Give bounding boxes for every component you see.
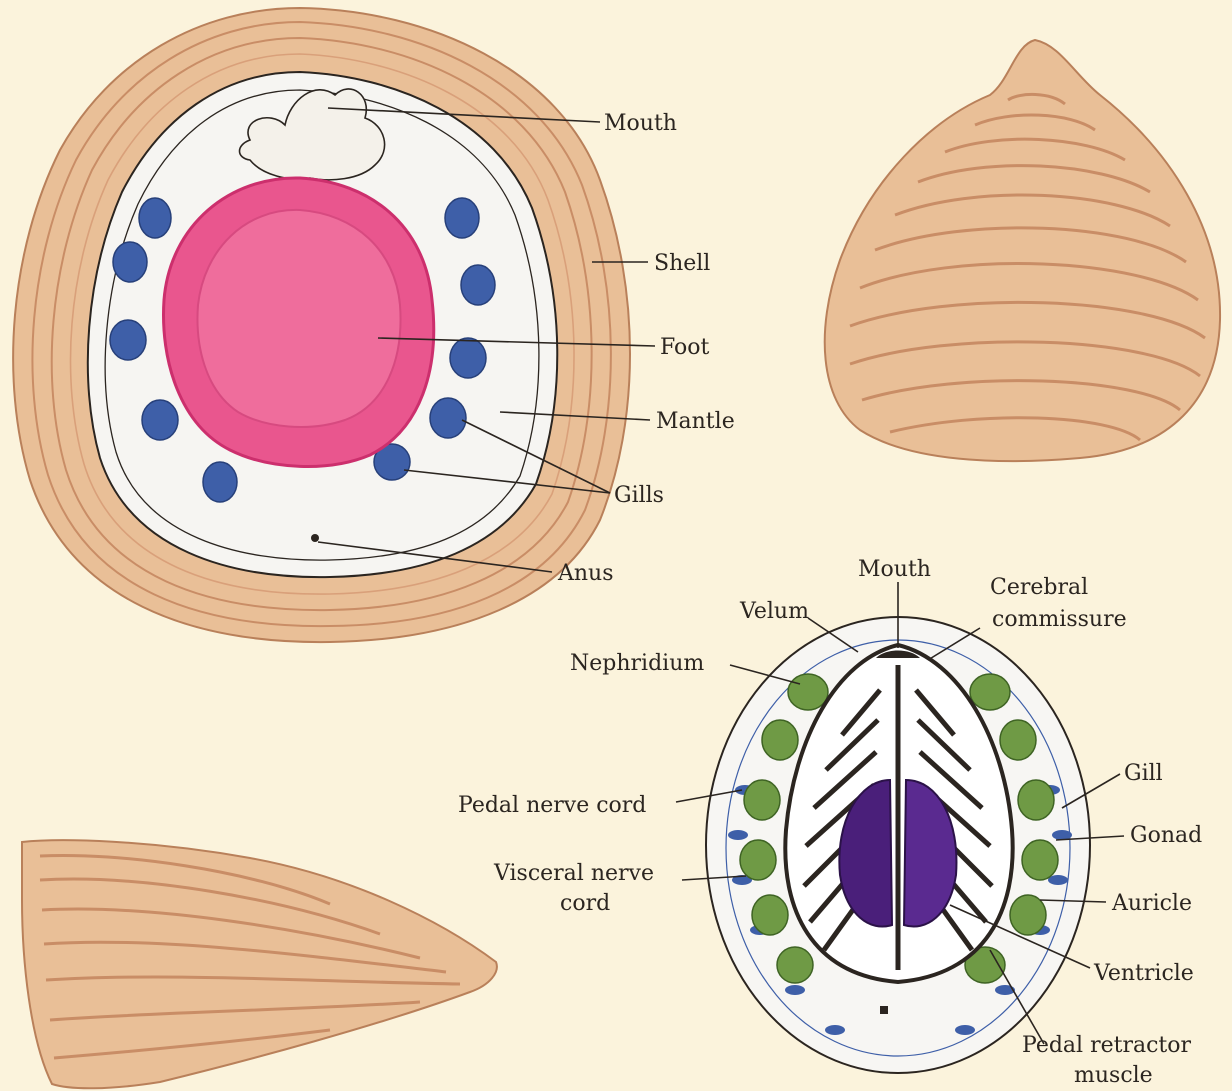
gill: [785, 985, 805, 995]
gill: [825, 1025, 845, 1035]
shell-dorsal-view: [825, 40, 1220, 461]
gill: [203, 462, 237, 502]
label-shell: Shell: [654, 251, 710, 276]
label-gill: Gill: [1124, 761, 1163, 786]
gill: [142, 400, 178, 440]
label-pedal-retractor-2: muscle: [1074, 1063, 1153, 1088]
gill: [461, 265, 495, 305]
label-internal-mouth: Mouth: [858, 557, 931, 582]
label-gonad: Gonad: [1130, 823, 1202, 848]
label-visceral-2: cord: [560, 891, 610, 916]
label-gills: Gills: [614, 483, 664, 508]
shell-side-view: [22, 840, 497, 1088]
label-cerebral-1: Cerebral: [990, 575, 1088, 600]
gill: [955, 1025, 975, 1035]
foot-inner: [197, 210, 400, 427]
gill: [110, 320, 146, 360]
ventral-view: Mouth Shell Foot Mantle Gills Anus: [13, 8, 735, 642]
label-cerebral-2: commissure: [992, 607, 1127, 632]
label-foot: Foot: [660, 335, 710, 360]
label-nephridium: Nephridium: [570, 651, 704, 676]
label-mantle: Mantle: [656, 409, 735, 434]
anus: [311, 534, 319, 542]
gill: [450, 338, 486, 378]
gill: [430, 398, 466, 438]
pedal-retractor-muscle: [880, 1006, 888, 1014]
label-mouth: Mouth: [604, 111, 677, 136]
gill: [113, 242, 147, 282]
shell-side: [22, 840, 497, 1088]
label-auricle: Auricle: [1111, 891, 1192, 916]
label-velum: Velum: [739, 599, 809, 624]
label-visceral-1: Visceral nerve: [493, 861, 654, 886]
gill: [139, 198, 171, 238]
gill: [445, 198, 479, 238]
gill: [995, 985, 1015, 995]
internal-anatomy: Mouth Cerebral commissure Velum Nephridi…: [458, 557, 1202, 1088]
label-ventricle: Ventricle: [1093, 961, 1194, 986]
gill: [728, 830, 748, 840]
label-pedal-nerve-cord: Pedal nerve cord: [458, 793, 646, 818]
label-anus: Anus: [557, 561, 614, 586]
label-pedal-retractor-1: Pedal retractor: [1022, 1033, 1191, 1058]
